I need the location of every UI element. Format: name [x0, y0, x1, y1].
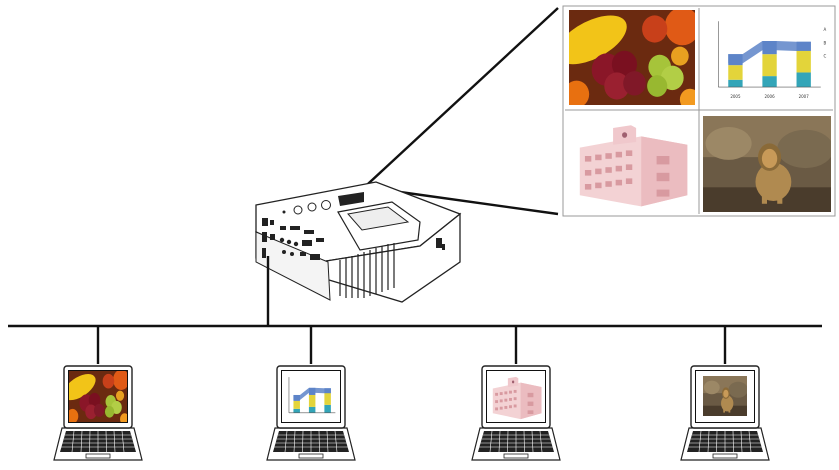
chart-bar [324, 404, 331, 413]
chart-bar [308, 394, 316, 407]
projection-beam-lower [399, 190, 559, 216]
fruit-photo-panel [569, 10, 695, 105]
chart-area-band [293, 387, 331, 400]
chart-legend-label: B [823, 40, 826, 45]
chart-bar [293, 408, 300, 413]
chart-bar [728, 65, 743, 80]
chart-tick-label: 2007 [799, 94, 810, 99]
laptop-icon [53, 365, 143, 461]
chart-tick-label: 2005 [730, 94, 741, 99]
lion-photo-panel [703, 116, 831, 212]
building-drawing-panel [567, 114, 695, 212]
chart-tick-label: 2006 [764, 94, 775, 99]
chart-legend-label: A [823, 27, 826, 32]
laptop-icon [680, 365, 770, 461]
chart-bar [293, 400, 300, 409]
chart-bar [796, 50, 811, 73]
chart-bar [324, 392, 331, 405]
chart-legend-label: C [823, 53, 826, 58]
chart-area-band [728, 41, 811, 64]
chart-bar [728, 79, 743, 88]
projection-beam-upper [355, 7, 559, 196]
chart-bar [762, 76, 777, 88]
network-lines [8, 256, 822, 364]
chart-bar [308, 406, 316, 413]
projection-screen: 2005 2006 2007 A B C [562, 5, 836, 217]
chart-bar [796, 72, 811, 88]
chart-bar [762, 54, 777, 77]
laptop-icon [266, 365, 356, 461]
bar-chart-panel: 2005 2006 2007 A B C [703, 10, 831, 104]
projector-icon [255, 181, 462, 303]
laptop-icon [471, 365, 561, 461]
